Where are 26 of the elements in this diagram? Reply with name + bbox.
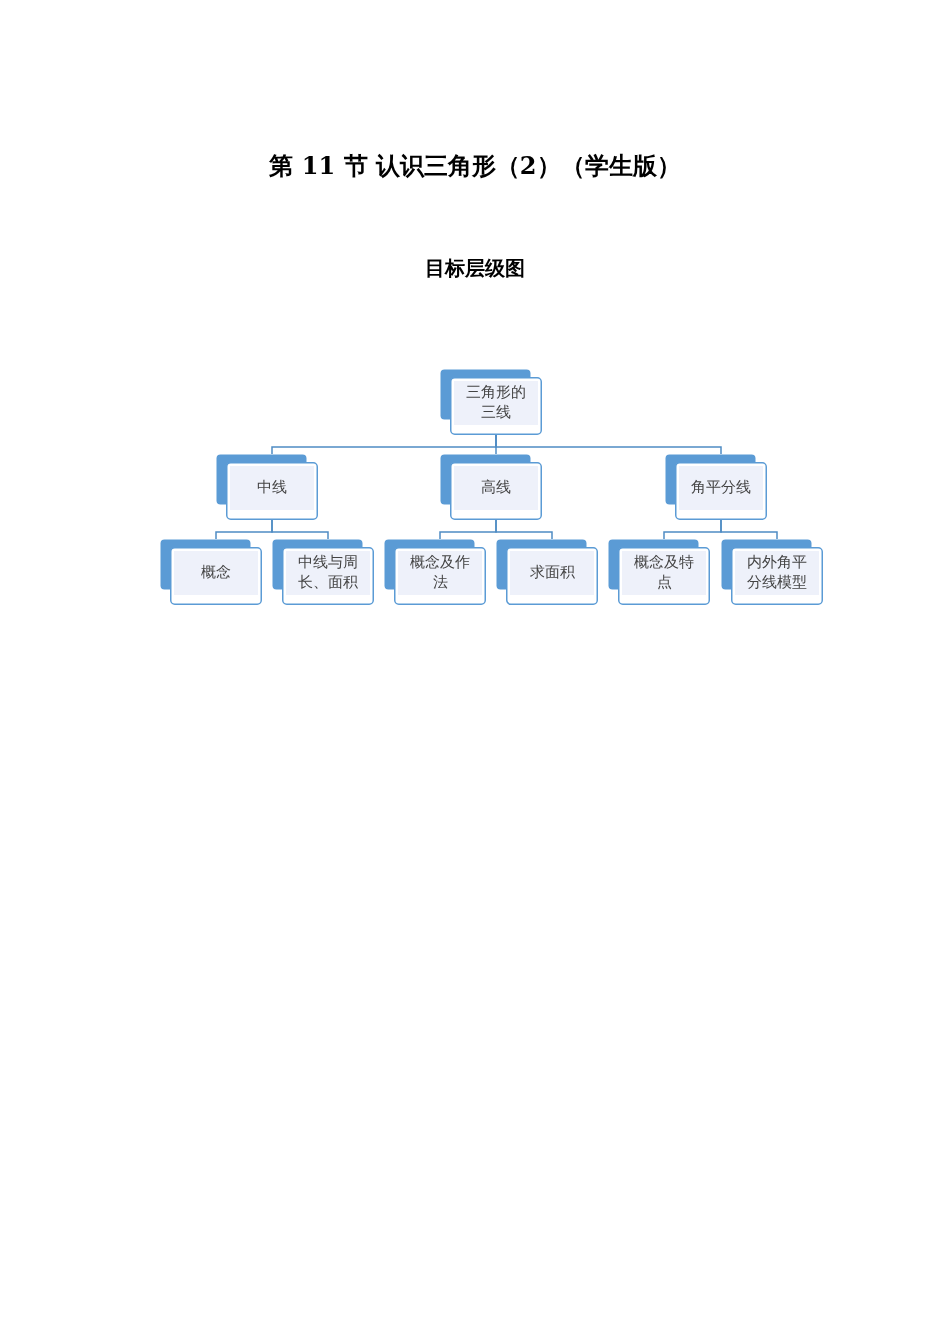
box-label: 角平分线	[691, 477, 751, 497]
connector-line	[495, 519, 553, 540]
stacked-box	[216, 454, 318, 520]
stacked-box	[665, 454, 767, 520]
stacked-box	[160, 539, 262, 605]
box-label: 中线与周长、面积	[297, 552, 359, 592]
stacked-box	[440, 369, 542, 435]
stacked-box	[496, 539, 598, 605]
box-label: 概念	[201, 562, 231, 582]
subheading: 目标层级图	[425, 256, 525, 280]
box-label: 内外角平分线模型	[746, 552, 808, 592]
stacked-box	[272, 539, 374, 605]
box-label: 高线	[481, 477, 511, 497]
stacked-box	[440, 454, 542, 520]
connector-line	[495, 434, 722, 455]
stacked-box	[608, 539, 710, 605]
box-label: 概念及作法	[409, 552, 471, 592]
stacked-box	[384, 539, 486, 605]
box-label: 中线	[257, 477, 287, 497]
stacked-box	[721, 539, 823, 605]
connector-line	[720, 519, 778, 540]
box-label: 概念及特点	[633, 552, 695, 592]
connector-line	[271, 519, 329, 540]
box-label: 三角形的三线	[465, 382, 527, 422]
page-title: 第 11 节 认识三角形（2）（学生版）	[269, 151, 681, 180]
box-label: 求面积	[529, 562, 575, 582]
